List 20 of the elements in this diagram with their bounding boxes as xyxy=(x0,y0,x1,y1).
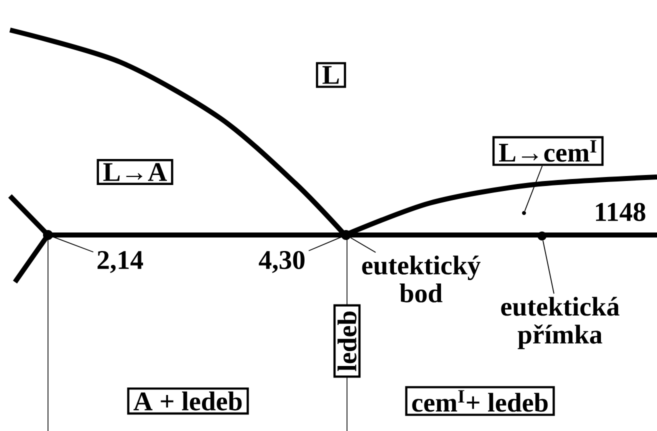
annotation-text: eutektická přímka xyxy=(501,296,620,350)
phase-label-box: L xyxy=(316,62,346,88)
leader-line xyxy=(350,237,376,253)
leader-line xyxy=(524,165,543,212)
phase-label-box: ledeb xyxy=(333,304,361,378)
value-label: 2,14 xyxy=(98,251,144,273)
leader-line xyxy=(308,236,342,252)
leader-line xyxy=(52,236,94,252)
phase-label-box: A + ledeb xyxy=(127,387,249,415)
point-marker xyxy=(522,211,526,215)
annotation-text: eutektický bod xyxy=(362,256,481,302)
phase-label-box: L→cem$^{I}$ xyxy=(492,136,604,166)
point-marker xyxy=(538,232,546,240)
point-marker xyxy=(341,230,351,240)
phase-label-box: cem$^{I}$+ ledeb xyxy=(405,386,555,416)
point-marker xyxy=(43,230,53,240)
temperature-label: 1148 xyxy=(596,202,646,222)
leader-line xyxy=(542,240,554,294)
phase-label-box: L→A xyxy=(96,159,174,185)
value-label: 4,30 xyxy=(258,250,305,274)
